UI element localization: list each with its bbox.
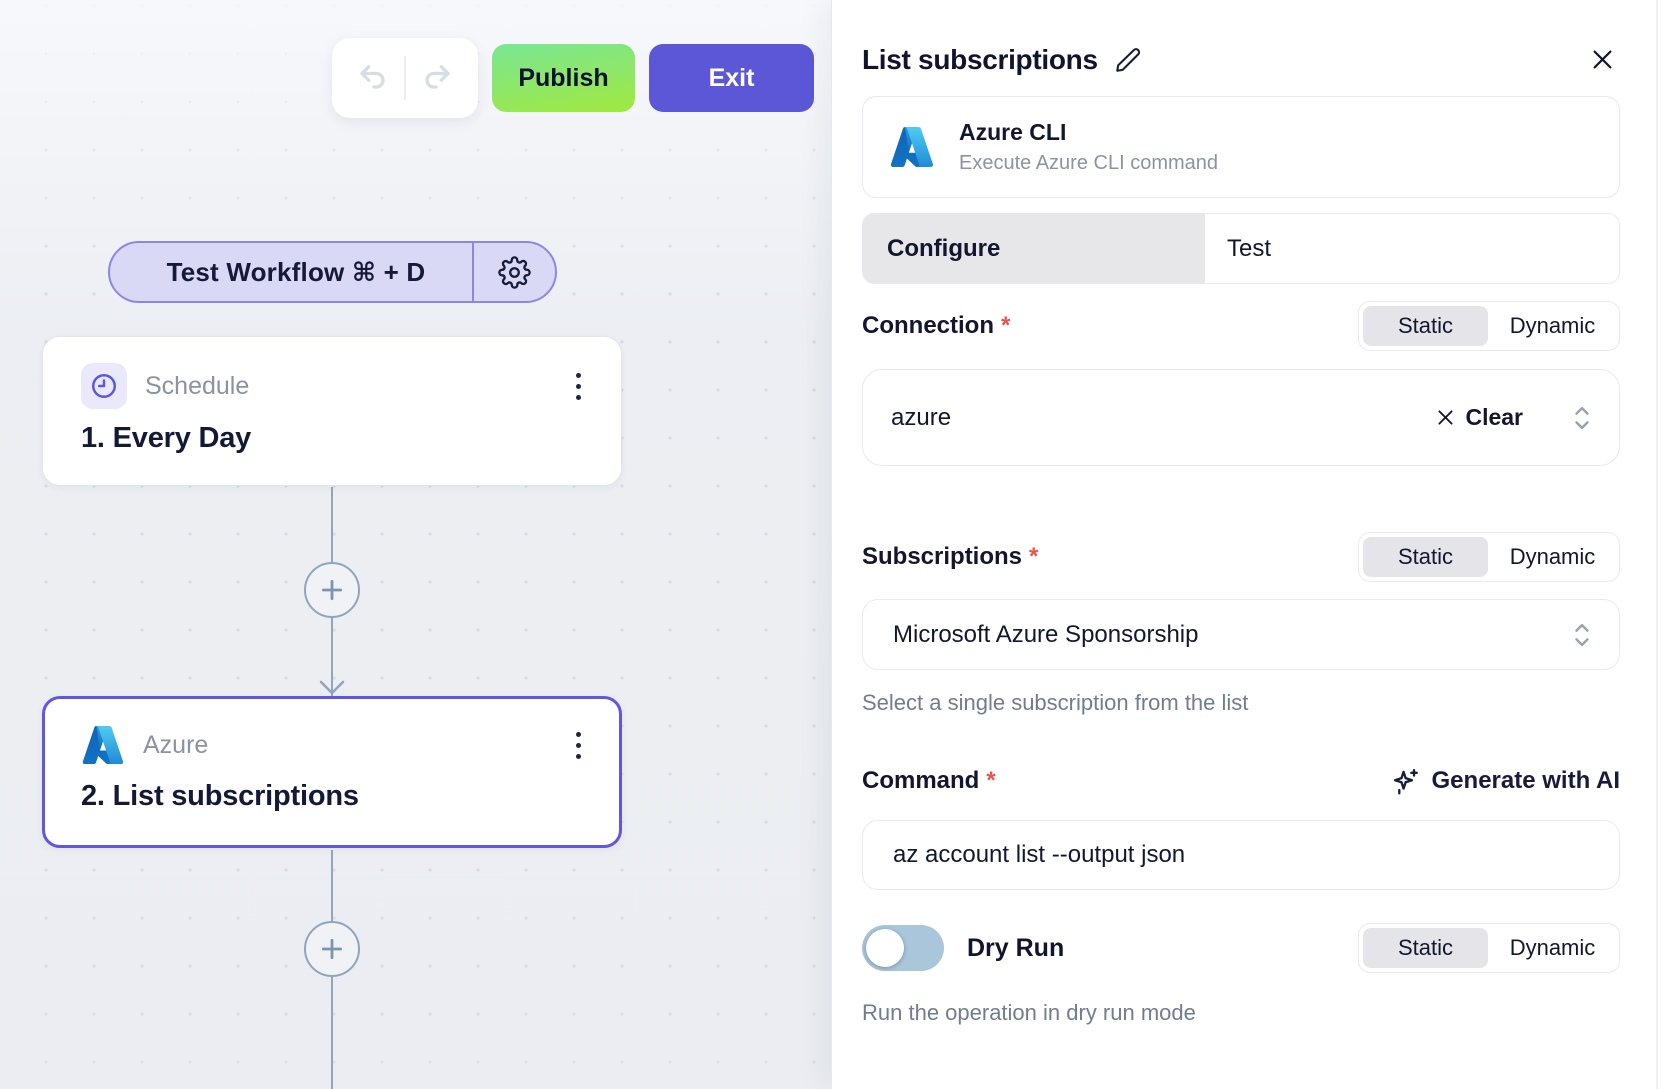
test-workflow-label: Test Workflow ⌘ + D (166, 256, 426, 287)
plus-icon (321, 579, 343, 601)
mode-static[interactable]: Static (1363, 537, 1488, 577)
pill-divider (472, 243, 474, 301)
clear-x-icon (1438, 410, 1453, 425)
clear-connection-button[interactable]: Clear (1435, 404, 1523, 431)
node-title: 2. List subscriptions (81, 780, 359, 812)
node-schedule[interactable]: Schedule 1. Every Day (42, 336, 622, 486)
connector (304, 487, 360, 696)
undo-button[interactable] (344, 50, 404, 106)
command-input[interactable]: az account list --output json (862, 820, 1620, 890)
required-asterisk: * (986, 767, 996, 794)
dry-run-row: Dry Run Static Dynamic (862, 923, 1620, 973)
azure-icon (82, 725, 124, 765)
step-config-panel: List subscriptions Azure CLI E (831, 0, 1679, 1089)
add-step-button[interactable] (304, 921, 360, 977)
connection-select[interactable]: azure Clear (862, 369, 1620, 466)
required-asterisk: * (1029, 543, 1039, 570)
publish-button[interactable]: Publish (492, 44, 635, 112)
close-panel-button[interactable] (1585, 42, 1620, 77)
chevron-up-down-icon (1575, 623, 1589, 646)
subscription-select[interactable]: Microsoft Azure Sponsorship (862, 599, 1620, 670)
app-card: Azure CLI Execute Azure CLI command (862, 96, 1620, 198)
panel-scrollbar[interactable] (1655, 0, 1658, 1089)
toggle-knob (866, 929, 904, 967)
subscription-value: Microsoft Azure Sponsorship (893, 620, 1199, 648)
generate-with-ai-button[interactable]: Generate with AI (1390, 766, 1620, 797)
history-toolbar (332, 38, 478, 118)
redo-icon (425, 65, 450, 89)
command-label: Command* (862, 767, 996, 794)
dry-run-label: Dry Run (967, 933, 1065, 962)
node-app-name: Schedule (145, 371, 250, 400)
mode-dynamic[interactable]: Dynamic (1509, 544, 1596, 569)
connector (304, 850, 360, 1089)
subscriptions-label: Subscriptions* (862, 543, 1039, 570)
tab-test[interactable]: Test (1205, 214, 1619, 283)
mode-static[interactable]: Static (1363, 928, 1488, 968)
add-step-button[interactable] (304, 562, 360, 618)
arrow-down-icon (319, 680, 345, 695)
redo-button[interactable] (406, 50, 466, 106)
workflow-settings-button[interactable] (474, 243, 555, 301)
panel-title: List subscriptions (862, 43, 1098, 75)
test-workflow-button[interactable]: Test Workflow ⌘ + D (108, 241, 557, 303)
command-value: az account list --output json (893, 841, 1186, 868)
dry-run-toggle[interactable] (862, 925, 944, 971)
dry-run-mode-toggle: Static Dynamic (1358, 923, 1620, 973)
azure-icon (890, 127, 934, 167)
app-description: Execute Azure CLI command (959, 152, 1219, 174)
undo-icon (360, 65, 385, 89)
mode-dynamic[interactable]: Dynamic (1509, 313, 1596, 338)
ai-sparkle-icon (1393, 768, 1418, 795)
node-title: 1. Every Day (81, 422, 252, 454)
plus-icon (321, 938, 343, 960)
tab-configure[interactable]: Configure (863, 214, 1205, 283)
subscriptions-helper: Select a single subscription from the li… (862, 690, 1249, 715)
dry-run-helper: Run the operation in dry run mode (862, 1000, 1196, 1025)
pencil-icon (1115, 47, 1140, 72)
panel-tabs: Configure Test (862, 213, 1620, 284)
required-asterisk: * (1001, 312, 1011, 339)
connection-mode-toggle: Static Dynamic (1358, 301, 1620, 351)
node-menu-button[interactable] (566, 367, 591, 406)
rename-step-button[interactable] (1114, 46, 1142, 74)
chevron-up-down-icon (1575, 406, 1589, 429)
clock-icon (91, 373, 117, 399)
node-menu-button[interactable] (566, 726, 591, 765)
subscriptions-mode-toggle: Static Dynamic (1358, 532, 1620, 582)
command-row: Command* Generate with AI (862, 758, 1620, 804)
workflow-canvas[interactable]: Publish Exit Test Workflow ⌘ + D Schedu (0, 0, 831, 1089)
connection-row: Connection* Static Dynamic (862, 301, 1620, 351)
mode-dynamic[interactable]: Dynamic (1509, 935, 1596, 960)
connection-value: azure (891, 403, 952, 431)
node-azure-selected[interactable]: Azure 2. List subscriptions (42, 696, 622, 848)
subscriptions-row: Subscriptions* Static Dynamic (862, 532, 1620, 582)
exit-button[interactable]: Exit (649, 44, 814, 112)
connection-label: Connection* (862, 312, 1011, 339)
node-app-name: Azure (143, 730, 209, 759)
schedule-icon-chip (81, 363, 127, 409)
toolbar-divider (404, 56, 406, 100)
close-icon (1593, 50, 1612, 69)
app-name: Azure CLI (959, 119, 1067, 145)
gear-icon (498, 255, 531, 289)
mode-static[interactable]: Static (1363, 306, 1488, 346)
